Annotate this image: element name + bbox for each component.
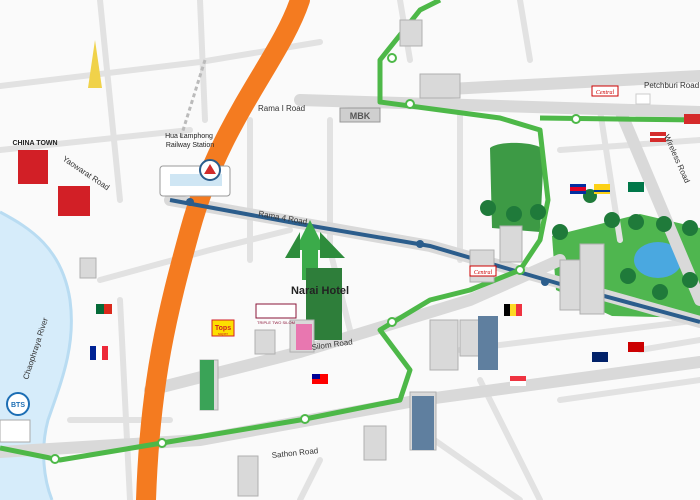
country-flag-icons xyxy=(90,93,700,386)
tree-icons xyxy=(480,189,698,300)
bts-line xyxy=(0,0,551,463)
bts-logo-label: BTS xyxy=(11,402,25,409)
rama1-road xyxy=(294,94,700,118)
central-label-2: Central xyxy=(474,270,493,276)
chinatown-label: CHINA TOWN xyxy=(12,140,57,147)
petchburi-road-label: Petchburi Road xyxy=(644,81,699,90)
tops-sign: Tops super xyxy=(211,319,235,337)
tops-sub-label: super xyxy=(218,331,229,336)
mrt-logo-icon xyxy=(199,159,221,181)
triple-two-sign: TRIPLE TWO SILOM xyxy=(255,303,297,325)
hotel-name-label: Narai Hotel xyxy=(291,285,349,297)
bts-logo-icon: BTS xyxy=(6,392,30,416)
chinatown-gate xyxy=(18,150,90,216)
central-label-1: Central xyxy=(596,90,615,96)
wireless-road xyxy=(614,104,700,306)
temple-icon xyxy=(88,40,102,88)
rama1-road-label: Rama I Road xyxy=(258,104,305,113)
mbk-label: MBK xyxy=(350,111,371,121)
central-signs: Central Central xyxy=(469,85,619,277)
mrt-stations xyxy=(186,198,549,286)
mrt-line xyxy=(169,198,700,324)
expressway xyxy=(136,0,310,500)
bts-stations xyxy=(50,53,581,464)
hua-lamphong-label: Hua Lamphong Railway Station xyxy=(165,133,215,149)
tops-label: Tops xyxy=(215,325,231,332)
triple-two-label: TRIPLE TWO SILOM xyxy=(257,320,295,325)
mbk-building: MBK xyxy=(339,107,381,123)
petchburi-road xyxy=(424,70,700,96)
